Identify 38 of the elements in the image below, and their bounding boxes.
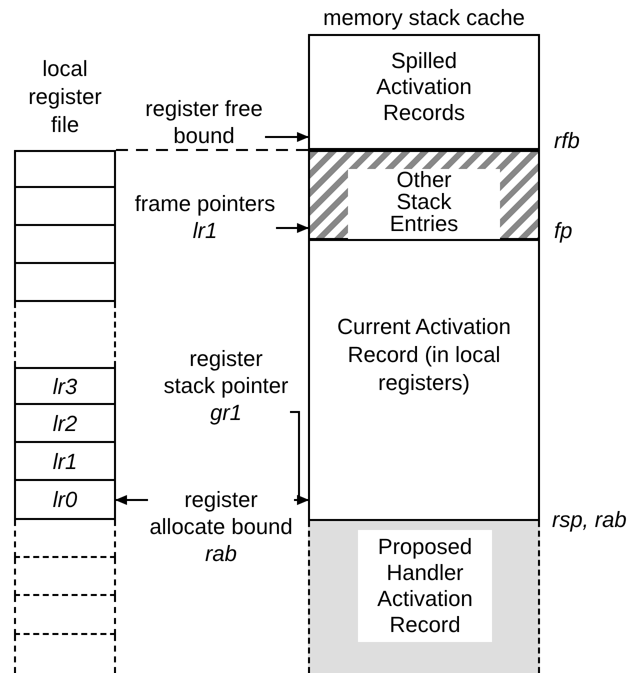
arrow bbox=[294, 495, 309, 505]
annotation-text: frame pointers bbox=[134, 190, 276, 217]
dashed-register-cell bbox=[14, 635, 116, 673]
register-cell bbox=[14, 367, 116, 405]
arrow bbox=[265, 132, 309, 142]
section-label: Other Stack Entries bbox=[388, 169, 460, 235]
register-cell bbox=[14, 443, 116, 481]
dashed-register-cell bbox=[14, 302, 116, 367]
register-cell bbox=[14, 226, 116, 264]
register-name: lr0 bbox=[52, 486, 78, 514]
dashed-register-cell bbox=[14, 596, 116, 635]
register-name: lr3 bbox=[52, 372, 78, 400]
register-name: gr1 bbox=[210, 399, 242, 426]
register-name: lr1 bbox=[192, 217, 218, 244]
register-cell bbox=[14, 405, 116, 443]
register-cell bbox=[14, 481, 116, 520]
hatched-stack-section bbox=[308, 149, 540, 241]
arrow bbox=[276, 223, 309, 233]
section-label: Current Activation Record (in local registers) bbox=[336, 313, 512, 397]
register-cell bbox=[14, 264, 116, 302]
register-name: rab bbox=[205, 540, 237, 567]
section-label: Proposed Handler Activation Record bbox=[376, 534, 474, 638]
section-label: Spilled Activation Records bbox=[375, 48, 473, 126]
dashed-line bbox=[116, 149, 308, 151]
arrow bbox=[115, 495, 148, 505]
annotation-text: register free bound bbox=[144, 95, 264, 149]
pointer-label: fp bbox=[554, 217, 572, 244]
register-name: lr2 bbox=[52, 410, 78, 438]
dashed-register-cell bbox=[14, 558, 116, 596]
column-heading: local register file bbox=[27, 55, 103, 139]
register-cell bbox=[14, 150, 116, 188]
pointer-label: rsp, rab bbox=[552, 506, 627, 533]
pointer-label: rfb bbox=[554, 127, 580, 154]
register-name: lr1 bbox=[52, 448, 78, 476]
register-cell bbox=[14, 188, 116, 226]
column-heading: memory stack cache bbox=[322, 4, 526, 32]
dashed-register-cell bbox=[14, 520, 116, 558]
shaded-stack-section bbox=[308, 521, 540, 673]
